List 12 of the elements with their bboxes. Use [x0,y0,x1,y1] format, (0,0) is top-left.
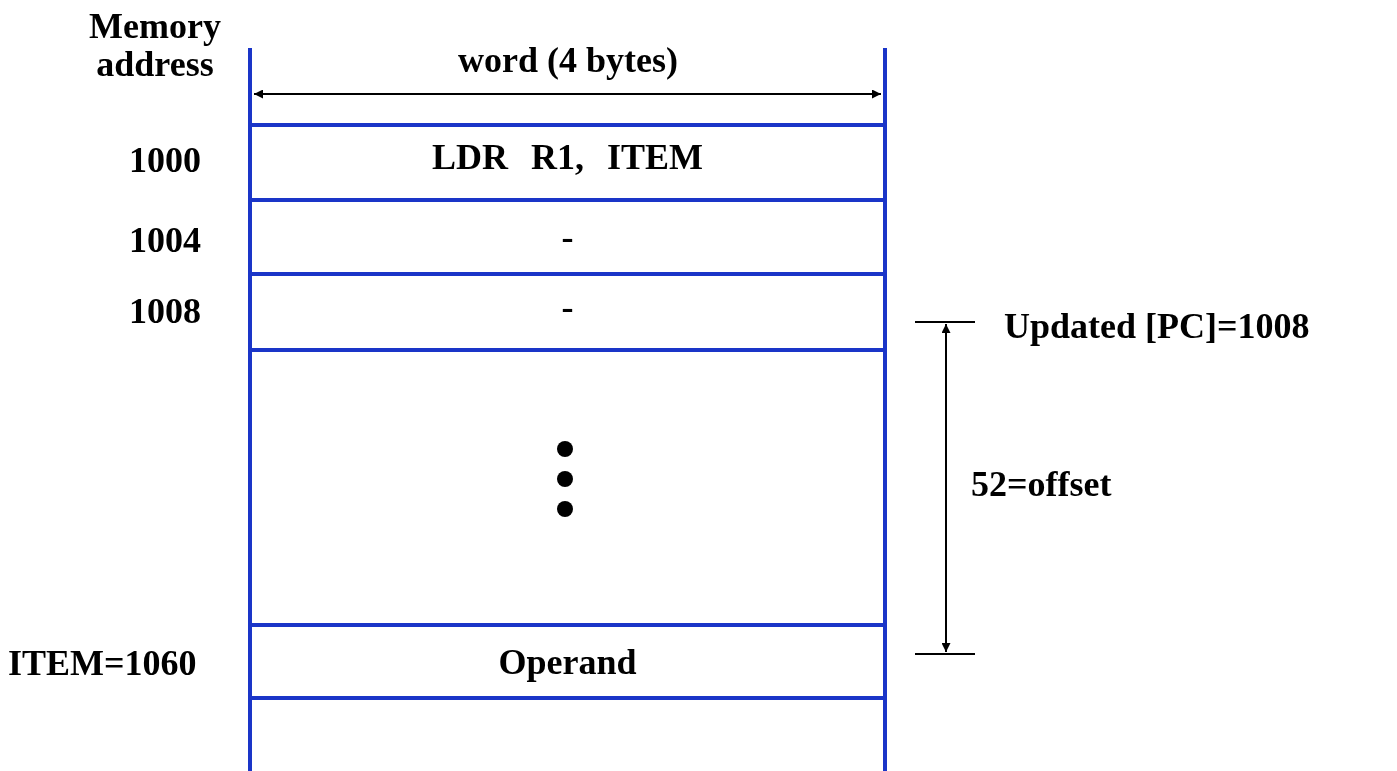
cell-text: - [561,216,574,258]
cell-text: - [561,285,574,328]
dimension-label: 52=offset [971,466,1113,504]
axis-title: Memory address [88,8,222,84]
address-label: 1008 [128,293,202,331]
address-label: 1000 [128,142,202,180]
cell-text: Operand [498,640,637,683]
dimension-label: word (4 bytes) [457,42,679,80]
pc-value-label: Updated [PC]=1008 [1004,308,1311,346]
cell-text: LDR R1, ITEM [432,136,703,178]
address-label: ITEM=1060 [8,645,198,683]
address-label: 1004 [128,222,202,260]
